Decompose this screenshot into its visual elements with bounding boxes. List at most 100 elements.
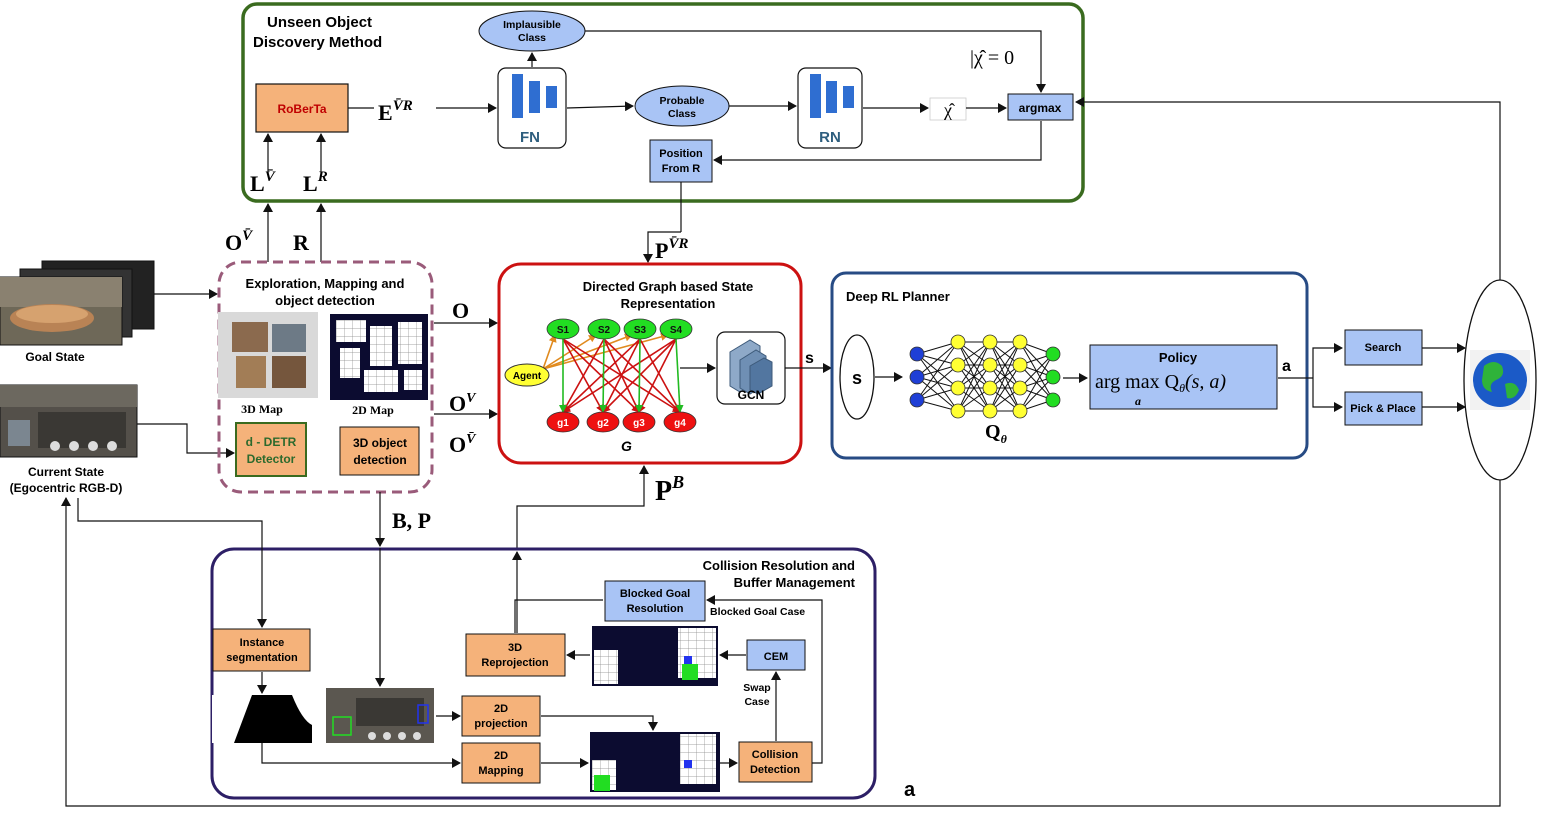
nn-connection [1019, 353, 1054, 389]
nn-neuron [1045, 369, 1061, 385]
directed-graph-panel: Directed Graph based State Representatio… [497, 262, 803, 465]
gcn-label: GCN [738, 388, 765, 402]
state-node-1 [546, 318, 580, 340]
chi-zero-label: |χ̂ = 0 [970, 47, 1014, 69]
exploration-title-1: Exploration, Mapping and [246, 276, 405, 291]
graph-title-1: Directed Graph based State [583, 279, 754, 294]
svg-text:2D: 2D [494, 703, 508, 715]
state-node-1-label: S1 [557, 325, 570, 336]
exploration-mapping-panel: Exploration, Mapping and object detectio… [217, 260, 434, 494]
nn-connection [989, 341, 1021, 412]
nn-neuron [909, 346, 925, 362]
svg-text:3D object: 3D object [353, 436, 407, 450]
nn-neuron [950, 403, 966, 419]
svg-text:Blocked Goal: Blocked Goal [620, 588, 690, 600]
state-node-4-label: S4 [670, 325, 683, 336]
fn-label: FN [520, 129, 540, 146]
environment-node [1463, 279, 1537, 481]
p-vr-label: PV̄R [655, 236, 688, 263]
2d-map-image [330, 314, 428, 400]
exploration-title-2: object detection [275, 293, 375, 308]
nn-connection [1019, 376, 1054, 412]
state-node-3 [623, 318, 657, 340]
svg-text:segmentation: segmentation [226, 652, 298, 664]
goal-node-3-label: g3 [633, 418, 645, 429]
graph-edge [562, 338, 641, 413]
nn-neuron [1012, 403, 1028, 419]
svg-text:Pick & Place: Pick & Place [1350, 403, 1415, 415]
collision-resolution-panel: Collision Resolution and Buffer Manageme… [77, 498, 877, 800]
globe-icon [1470, 350, 1530, 410]
2d-mapping-box [461, 742, 541, 784]
nn-connection [957, 364, 991, 412]
graph-edge [639, 338, 681, 413]
s-label: s [805, 350, 814, 367]
current-state-label-1: Current State [28, 465, 104, 479]
state-input-node [839, 334, 875, 420]
r-input-label: R [293, 230, 310, 255]
current-state-image [0, 384, 138, 458]
graph-title-2: Representation [621, 296, 716, 311]
svg-text:3D: 3D [508, 642, 522, 654]
svg-text:argmax: argmax [1019, 101, 1062, 115]
goal-node-2-label: g2 [597, 418, 609, 429]
svg-text:Detection: Detection [750, 764, 800, 776]
position-from-r-box [649, 139, 713, 183]
unseen-object-discovery-panel: Unseen Object Discovery Method RoBerTa E… [241, 2, 1085, 203]
state-node-2-label: S2 [598, 325, 611, 336]
embedding-label: EV̄R [378, 98, 413, 125]
graph-edges [542, 332, 684, 413]
implausible-class-node [478, 10, 586, 52]
svg-text:2D: 2D [494, 750, 508, 762]
graph-edge [562, 338, 605, 413]
goal-state-label: Goal State [25, 350, 85, 364]
goal-node-3 [622, 411, 656, 433]
roberta-label: RoBerTa [277, 102, 326, 116]
swap-case-label-1: Swap [743, 682, 770, 694]
pick-place-action-box [1344, 391, 1423, 426]
planner-title: Deep RL Planner [846, 289, 950, 304]
nn-neuron [950, 380, 966, 396]
o-vbar-label: OV̄ [449, 432, 477, 457]
graph-edge [635, 338, 644, 413]
instance-segmentation-box [212, 628, 311, 672]
collision-detection-box [738, 741, 813, 783]
state-node-2 [587, 318, 621, 340]
nn-neuron [982, 357, 998, 373]
blocked-goal-case-label: Blocked Goal Case [710, 606, 805, 618]
q-theta-label: Qθ [985, 421, 1008, 446]
nn-connection [916, 364, 959, 401]
current-state-label-2: (Egocentric RGB-D) [10, 481, 123, 495]
graph-edge [638, 338, 677, 413]
detection-image [326, 688, 434, 743]
3d-map-label: 3D Map [241, 402, 283, 416]
nn-connection [957, 341, 991, 412]
nn-connection [916, 341, 959, 401]
graph-edge [675, 338, 684, 413]
nn-neuron [982, 380, 998, 396]
svg-text:Search: Search [1365, 342, 1402, 354]
nn-connection [1019, 353, 1054, 412]
agent-node [504, 363, 550, 387]
svg-text:Resolution: Resolution [627, 603, 684, 615]
nn-neuron [1012, 380, 1028, 396]
l-vbar-label: LV̄ [250, 169, 277, 196]
svg-text:Class: Class [518, 32, 546, 44]
collision-title-2: Buffer Management [734, 575, 856, 590]
nn-neuron [982, 403, 998, 419]
goal-node-1-label: g1 [557, 418, 569, 429]
o-v-label: OV [449, 391, 477, 416]
nn-neuron [1045, 392, 1061, 408]
roberta-box [255, 83, 349, 133]
cem-box [746, 639, 806, 671]
nn-neuron [982, 334, 998, 350]
q-network-icon [909, 334, 1061, 419]
nn-neuron [950, 334, 966, 350]
goal-node-2 [586, 411, 620, 433]
svg-text:Instance: Instance [240, 637, 285, 649]
agent-node-label: Agent [513, 371, 542, 382]
unseen-title-2: Discovery Method [253, 34, 382, 51]
nn-neuron [1045, 346, 1061, 362]
